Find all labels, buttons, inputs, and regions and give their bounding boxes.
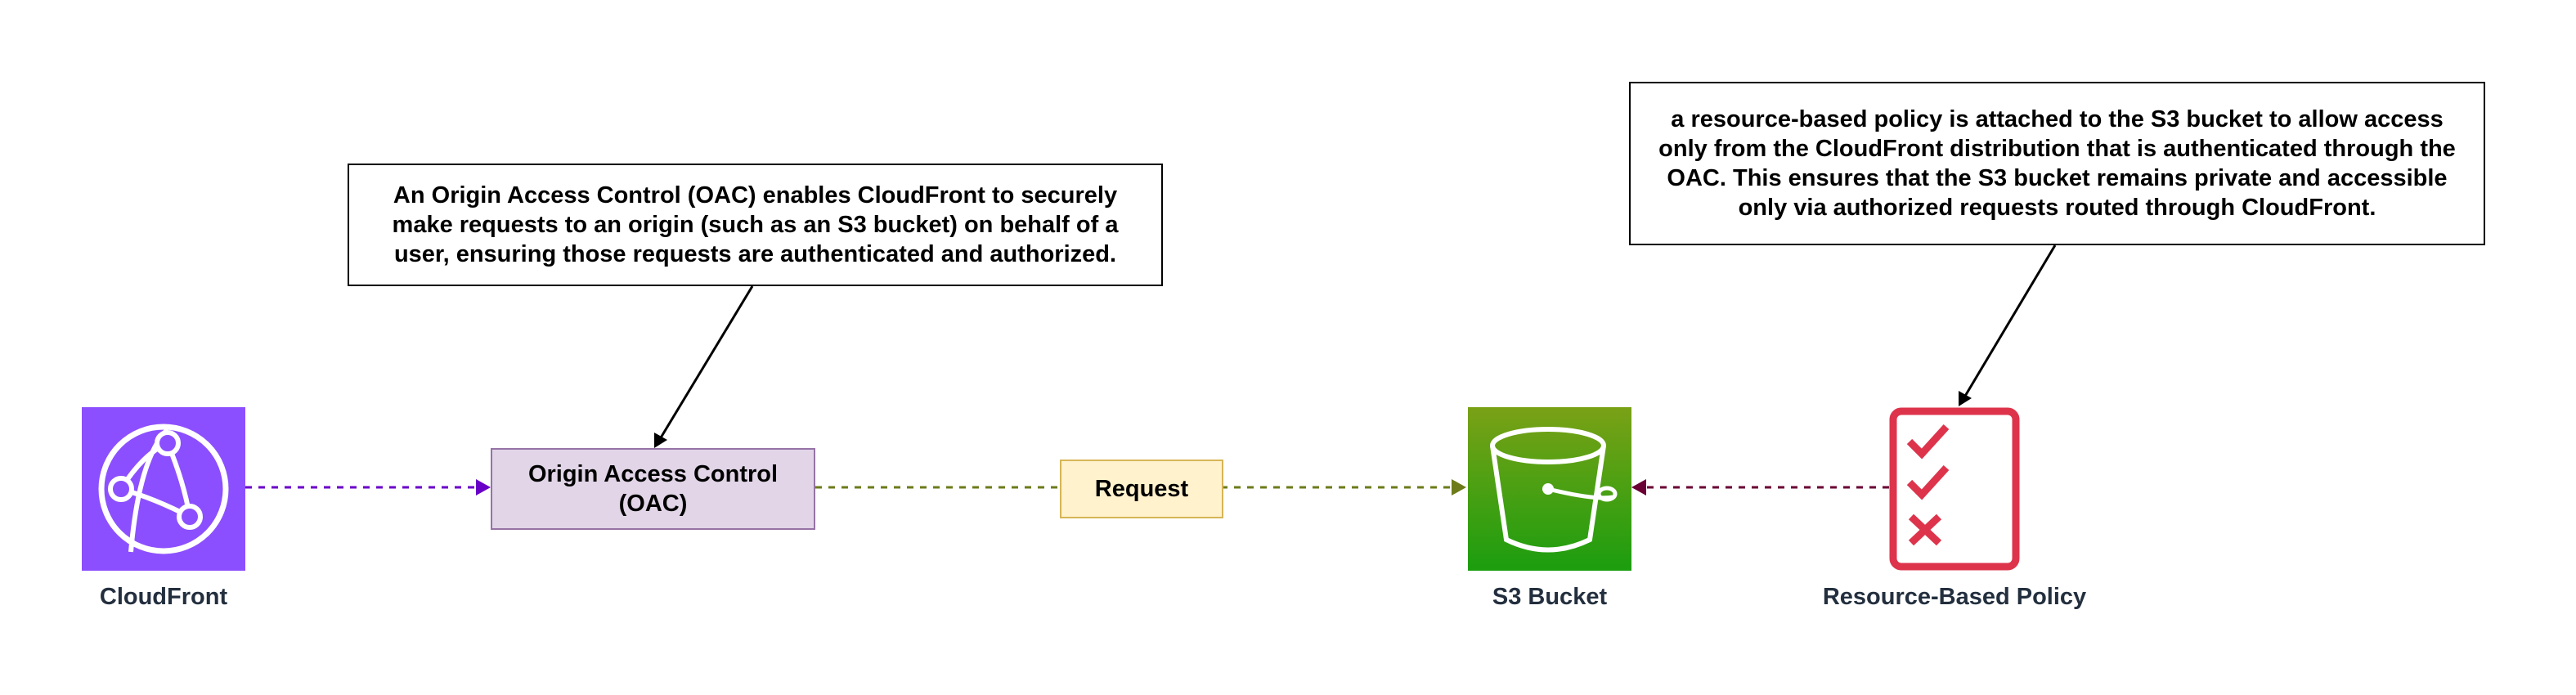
cloudfront-icon — [82, 407, 245, 571]
policy-checklist-icon — [1889, 407, 2020, 571]
oac-description-note: An Origin Access Control (OAC) enables C… — [348, 164, 1163, 286]
edge-policy-to-s3 — [1631, 479, 1889, 495]
edge-cloudfront-to-oac — [245, 479, 491, 495]
s3-bucket-icon — [1468, 407, 1631, 571]
edge-policy-note-to-policy — [1959, 244, 2057, 406]
edge-oac-note-to-oac — [654, 285, 754, 448]
oac-node[interactable]: Origin Access Control (OAC) — [491, 448, 815, 530]
policy-label: Resource-Based Policy — [1822, 584, 2087, 610]
request-label: Request — [1060, 460, 1223, 518]
s3-bucket-label: S3 Bucket — [1492, 584, 1608, 610]
policy-description-note: a resource-based policy is attached to t… — [1629, 82, 2485, 245]
cloudfront-label: CloudFront — [99, 584, 228, 610]
